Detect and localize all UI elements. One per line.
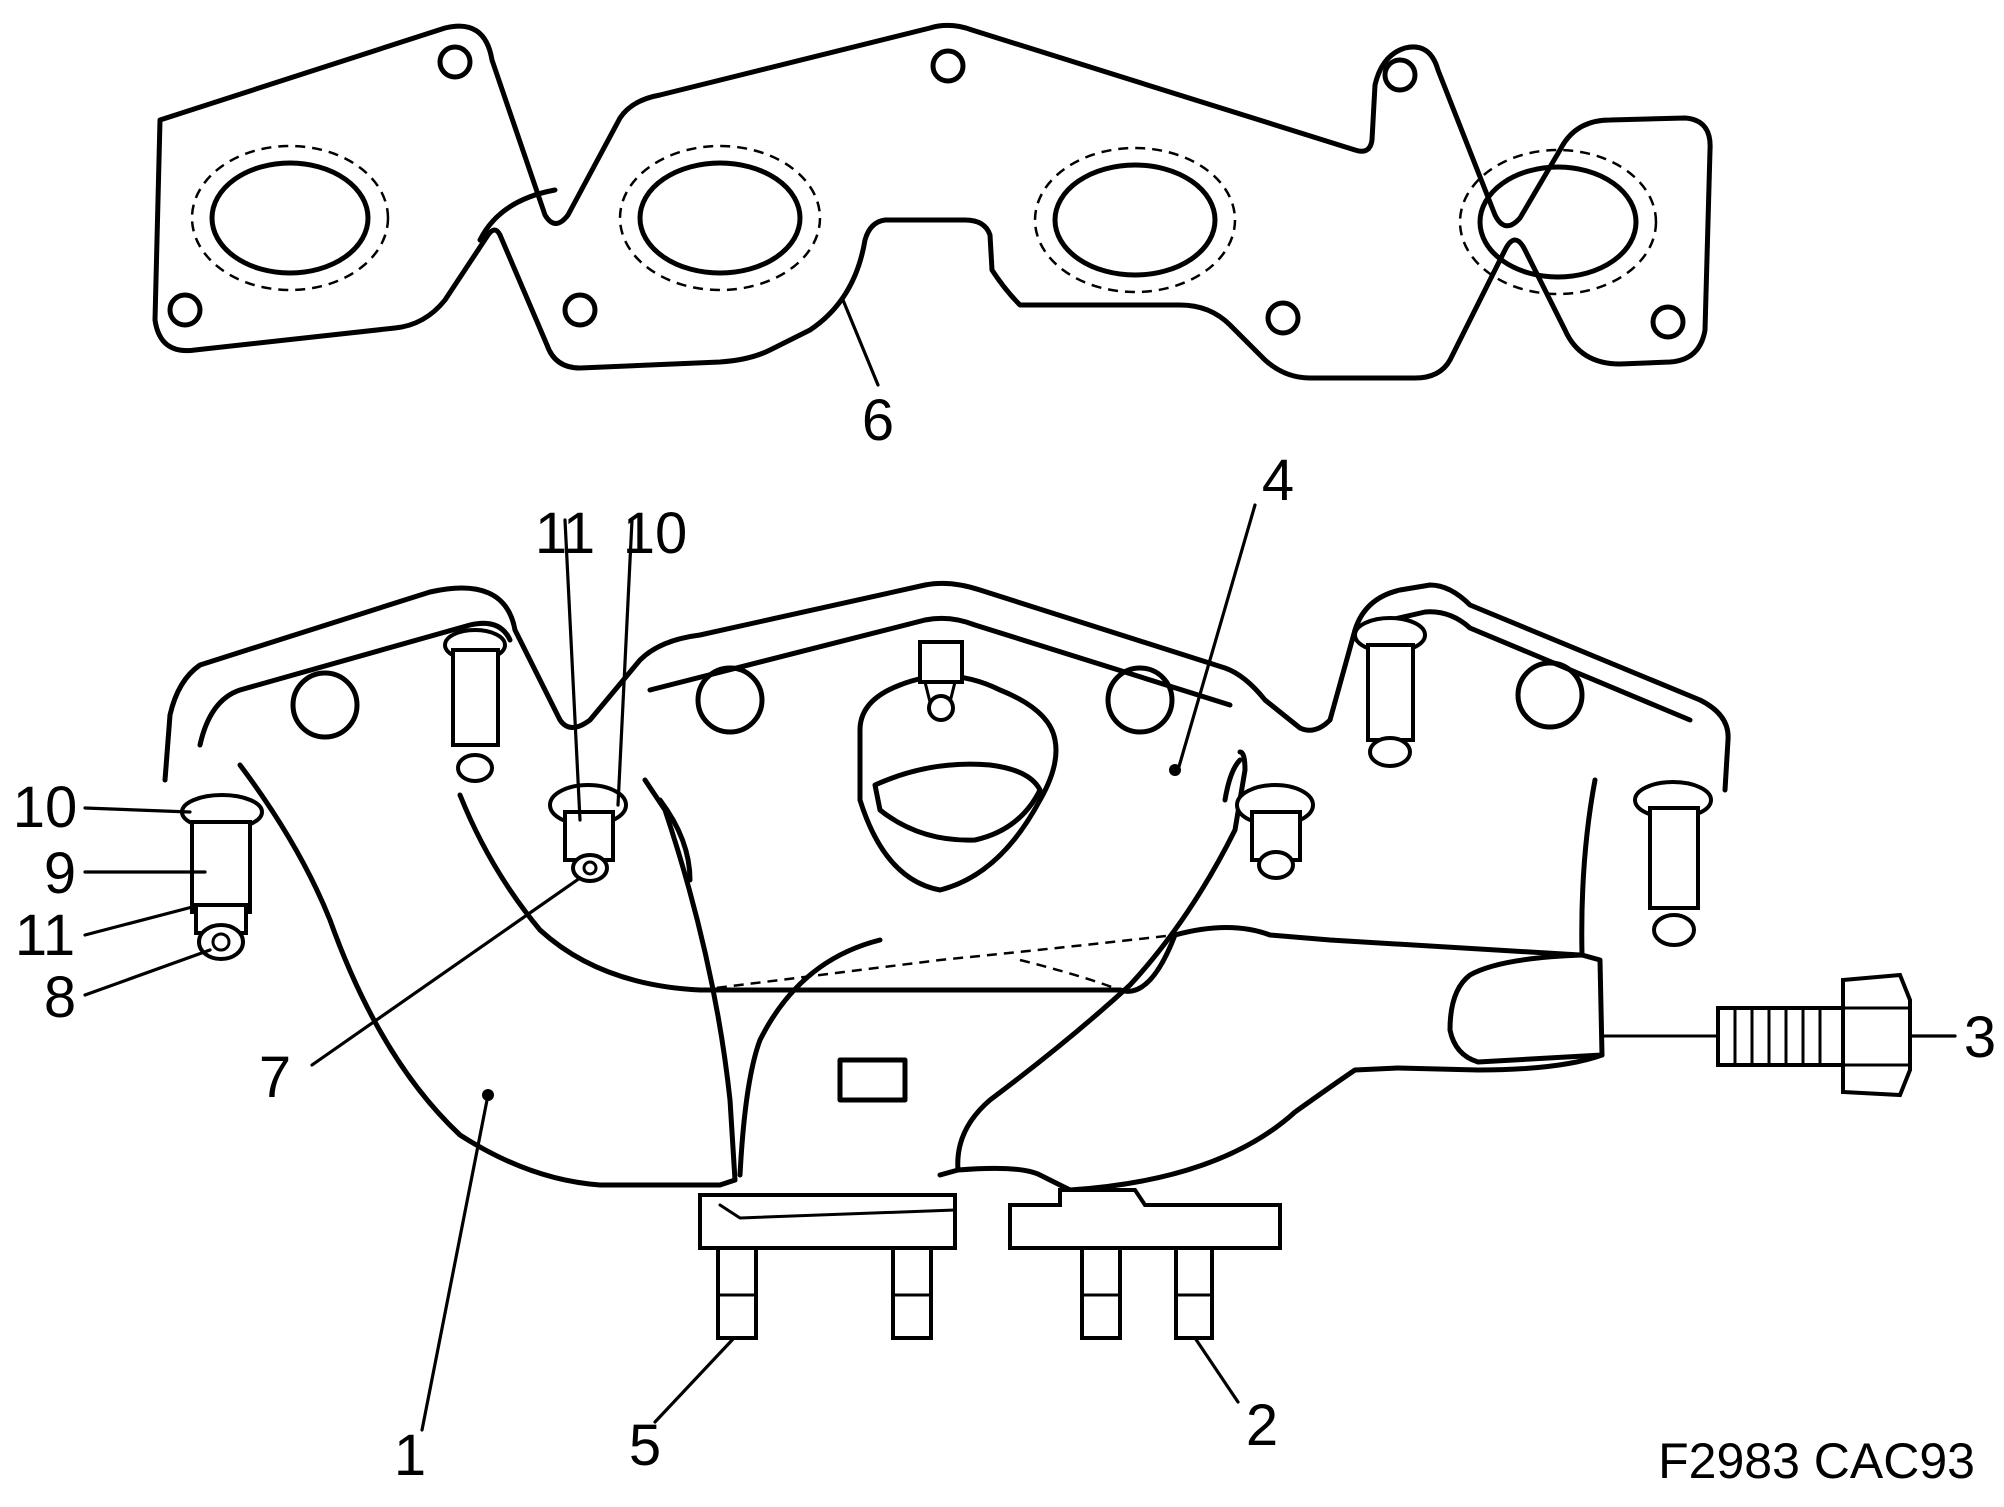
nut-center-left bbox=[548, 783, 628, 883]
callout-2: 2 bbox=[1246, 1393, 1278, 1458]
stud-top-left bbox=[443, 628, 507, 783]
exhaust-manifold bbox=[162, 580, 1731, 1250]
callout-6: 6 bbox=[862, 388, 894, 453]
figure-code: F2983 CAC93 bbox=[1658, 1433, 1975, 1489]
manifold-gasket bbox=[152, 22, 1713, 381]
callout-8: 8 bbox=[44, 965, 76, 1030]
nut-center-right bbox=[1235, 783, 1315, 880]
leader-lines bbox=[83, 298, 1957, 1432]
callout-11-top: 11 bbox=[535, 501, 595, 566]
stud-top-right bbox=[1353, 616, 1427, 768]
nut-center-top bbox=[918, 640, 964, 722]
callout-labels: 6 4 11 10 10 9 11 8 7 3 1 5 2 F2983 CAC9… bbox=[13, 388, 1996, 1489]
bolt bbox=[1600, 972, 1912, 1098]
callout-10-left: 10 bbox=[13, 775, 78, 840]
callout-9: 9 bbox=[44, 841, 76, 906]
callout-3: 3 bbox=[1964, 1005, 1996, 1070]
outlet-studs bbox=[716, 1246, 1214, 1340]
callout-5: 5 bbox=[629, 1413, 661, 1478]
stud-left bbox=[180, 793, 264, 961]
callout-11-left: 11 bbox=[15, 903, 75, 968]
studs-and-nuts bbox=[180, 616, 1912, 1340]
callout-1: 1 bbox=[394, 1423, 426, 1488]
callout-4: 4 bbox=[1262, 448, 1294, 513]
callout-7: 7 bbox=[259, 1045, 291, 1110]
stud-far-right bbox=[1633, 780, 1713, 947]
callout-10-top: 10 bbox=[623, 501, 688, 566]
